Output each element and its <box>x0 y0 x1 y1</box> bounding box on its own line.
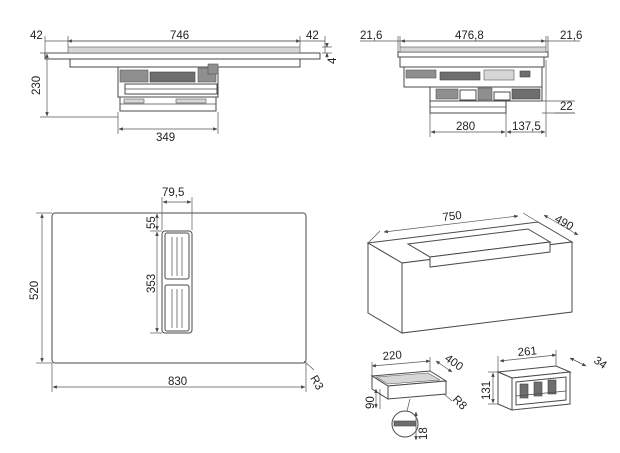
dim-hob-depth: 520 <box>29 281 41 300</box>
front-view <box>360 36 580 137</box>
dim-filter-detail: 18 <box>418 427 430 440</box>
dim-side-overall-width: 746 <box>170 30 189 42</box>
dim-side-unit-width: 349 <box>156 132 175 144</box>
filter-box-view <box>370 357 453 441</box>
dim-vent-offset: 55 <box>146 216 158 229</box>
dimension-labels: 42 746 42 4 230 349 21,6 476,8 21,6 22 2… <box>29 30 609 440</box>
dim-cutout-length: 750 <box>442 210 463 224</box>
dim-frame-depth: 34 <box>591 355 609 373</box>
dim-front-unit-depth: 280 <box>456 121 475 133</box>
dim-hob-width: 830 <box>168 376 187 388</box>
dim-front-overall-depth: 476,8 <box>455 30 484 42</box>
dim-vent-length: 353 <box>146 274 158 293</box>
side-view <box>40 36 332 134</box>
dim-front-rear-offset: 137,5 <box>512 121 541 133</box>
dim-frame-width: 261 <box>517 345 537 359</box>
side-glass <box>67 46 301 54</box>
dim-front-overhang-left: 21,6 <box>360 30 382 42</box>
side-hob-top <box>44 52 321 60</box>
dim-side-overhang-left: 42 <box>30 30 43 42</box>
front-glass <box>399 46 547 53</box>
dim-filter-depth: 400 <box>442 353 465 374</box>
dim-filter-width: 220 <box>382 349 402 363</box>
dim-cutout-depth: 490 <box>553 213 576 233</box>
dim-filter-height: 90 <box>365 396 377 409</box>
dim-vent-width: 79,5 <box>162 187 184 199</box>
dim-front-overhang-right: 21,6 <box>560 30 582 42</box>
top-view <box>36 197 315 392</box>
dim-side-total-height: 230 <box>31 76 43 95</box>
dim-corner-radius: R3 <box>307 374 325 393</box>
dim-frame-height: 131 <box>481 381 493 400</box>
frame-view <box>488 350 587 411</box>
dim-side-top-thickness: 4 <box>327 57 339 64</box>
dim-filter-radius: R8 <box>450 394 469 413</box>
cutout-view <box>366 212 579 334</box>
dim-side-overhang-right: 42 <box>306 30 319 42</box>
dim-front-bottom-offset: 22 <box>560 101 573 113</box>
